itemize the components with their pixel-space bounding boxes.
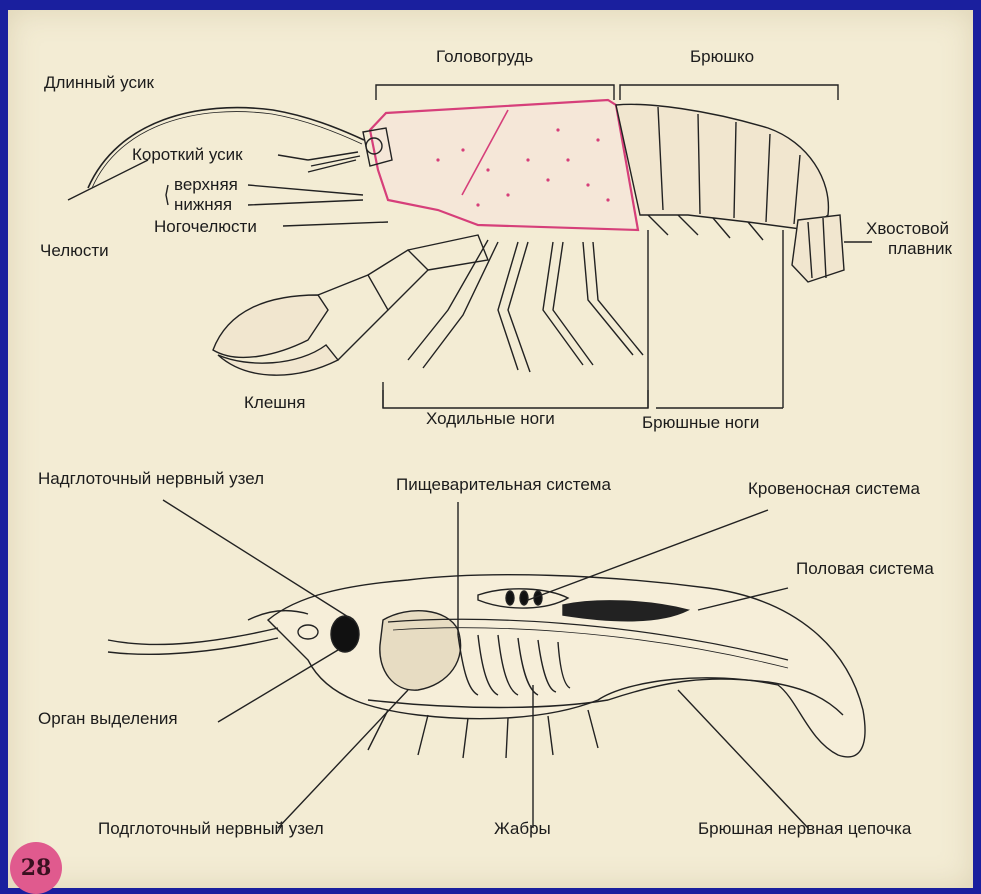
walking-legs-bracket [383, 390, 648, 408]
internal-body-outline [268, 575, 865, 757]
label-upper: верхняя [174, 176, 238, 194]
label-digestive: Пищеварительная система [396, 476, 611, 494]
label-excretory: Орган выделения [38, 710, 178, 728]
label-nerve-chain: Брюшная нервная цепочка [698, 820, 911, 838]
crayfish-diagram [8, 10, 973, 888]
carapace [370, 100, 638, 230]
label-maxillipeds: Ногочелюсти [154, 218, 257, 236]
label-reproductive: Половая система [796, 560, 934, 578]
label-head-thorax: Головогрудь [436, 48, 533, 66]
supraesophageal-ganglion-shape [331, 616, 359, 652]
abdomen-bracket [620, 85, 838, 100]
label-long-antenna: Длинный усик [44, 74, 154, 92]
label-circulatory: Кровеносная система [748, 480, 920, 498]
label-jaws: Челюсти [40, 242, 109, 260]
label-supraesophageal: Надглоточный нервный узел [38, 470, 264, 488]
label-abdominal-legs: Брюшные ноги [642, 414, 759, 432]
short-antenna [308, 152, 360, 172]
label-tail-fin-2: плавник [888, 240, 952, 258]
label-subesophageal: Подглоточный нервный узел [98, 820, 324, 838]
page-number-badge: 28 [10, 842, 62, 894]
textbook-page: Головогрудь Брюшко Длинный усик Короткий… [8, 10, 973, 888]
abdominal-legs-bracket [656, 230, 783, 408]
label-short-antenna: Короткий усик [132, 146, 243, 164]
abdomen-body [616, 104, 828, 230]
label-gills: Жабры [494, 820, 551, 838]
tail-fin [792, 215, 844, 282]
label-walking-legs: Ходильные ноги [426, 410, 555, 428]
head-thorax-bracket [376, 85, 614, 100]
label-tail-fin-1: Хвостовой [866, 220, 949, 238]
label-claw: Клешня [244, 394, 306, 412]
label-abdomen: Брюшко [690, 48, 754, 66]
label-lower: нижняя [174, 196, 232, 214]
claw [213, 295, 328, 357]
walking-leg [408, 240, 498, 368]
